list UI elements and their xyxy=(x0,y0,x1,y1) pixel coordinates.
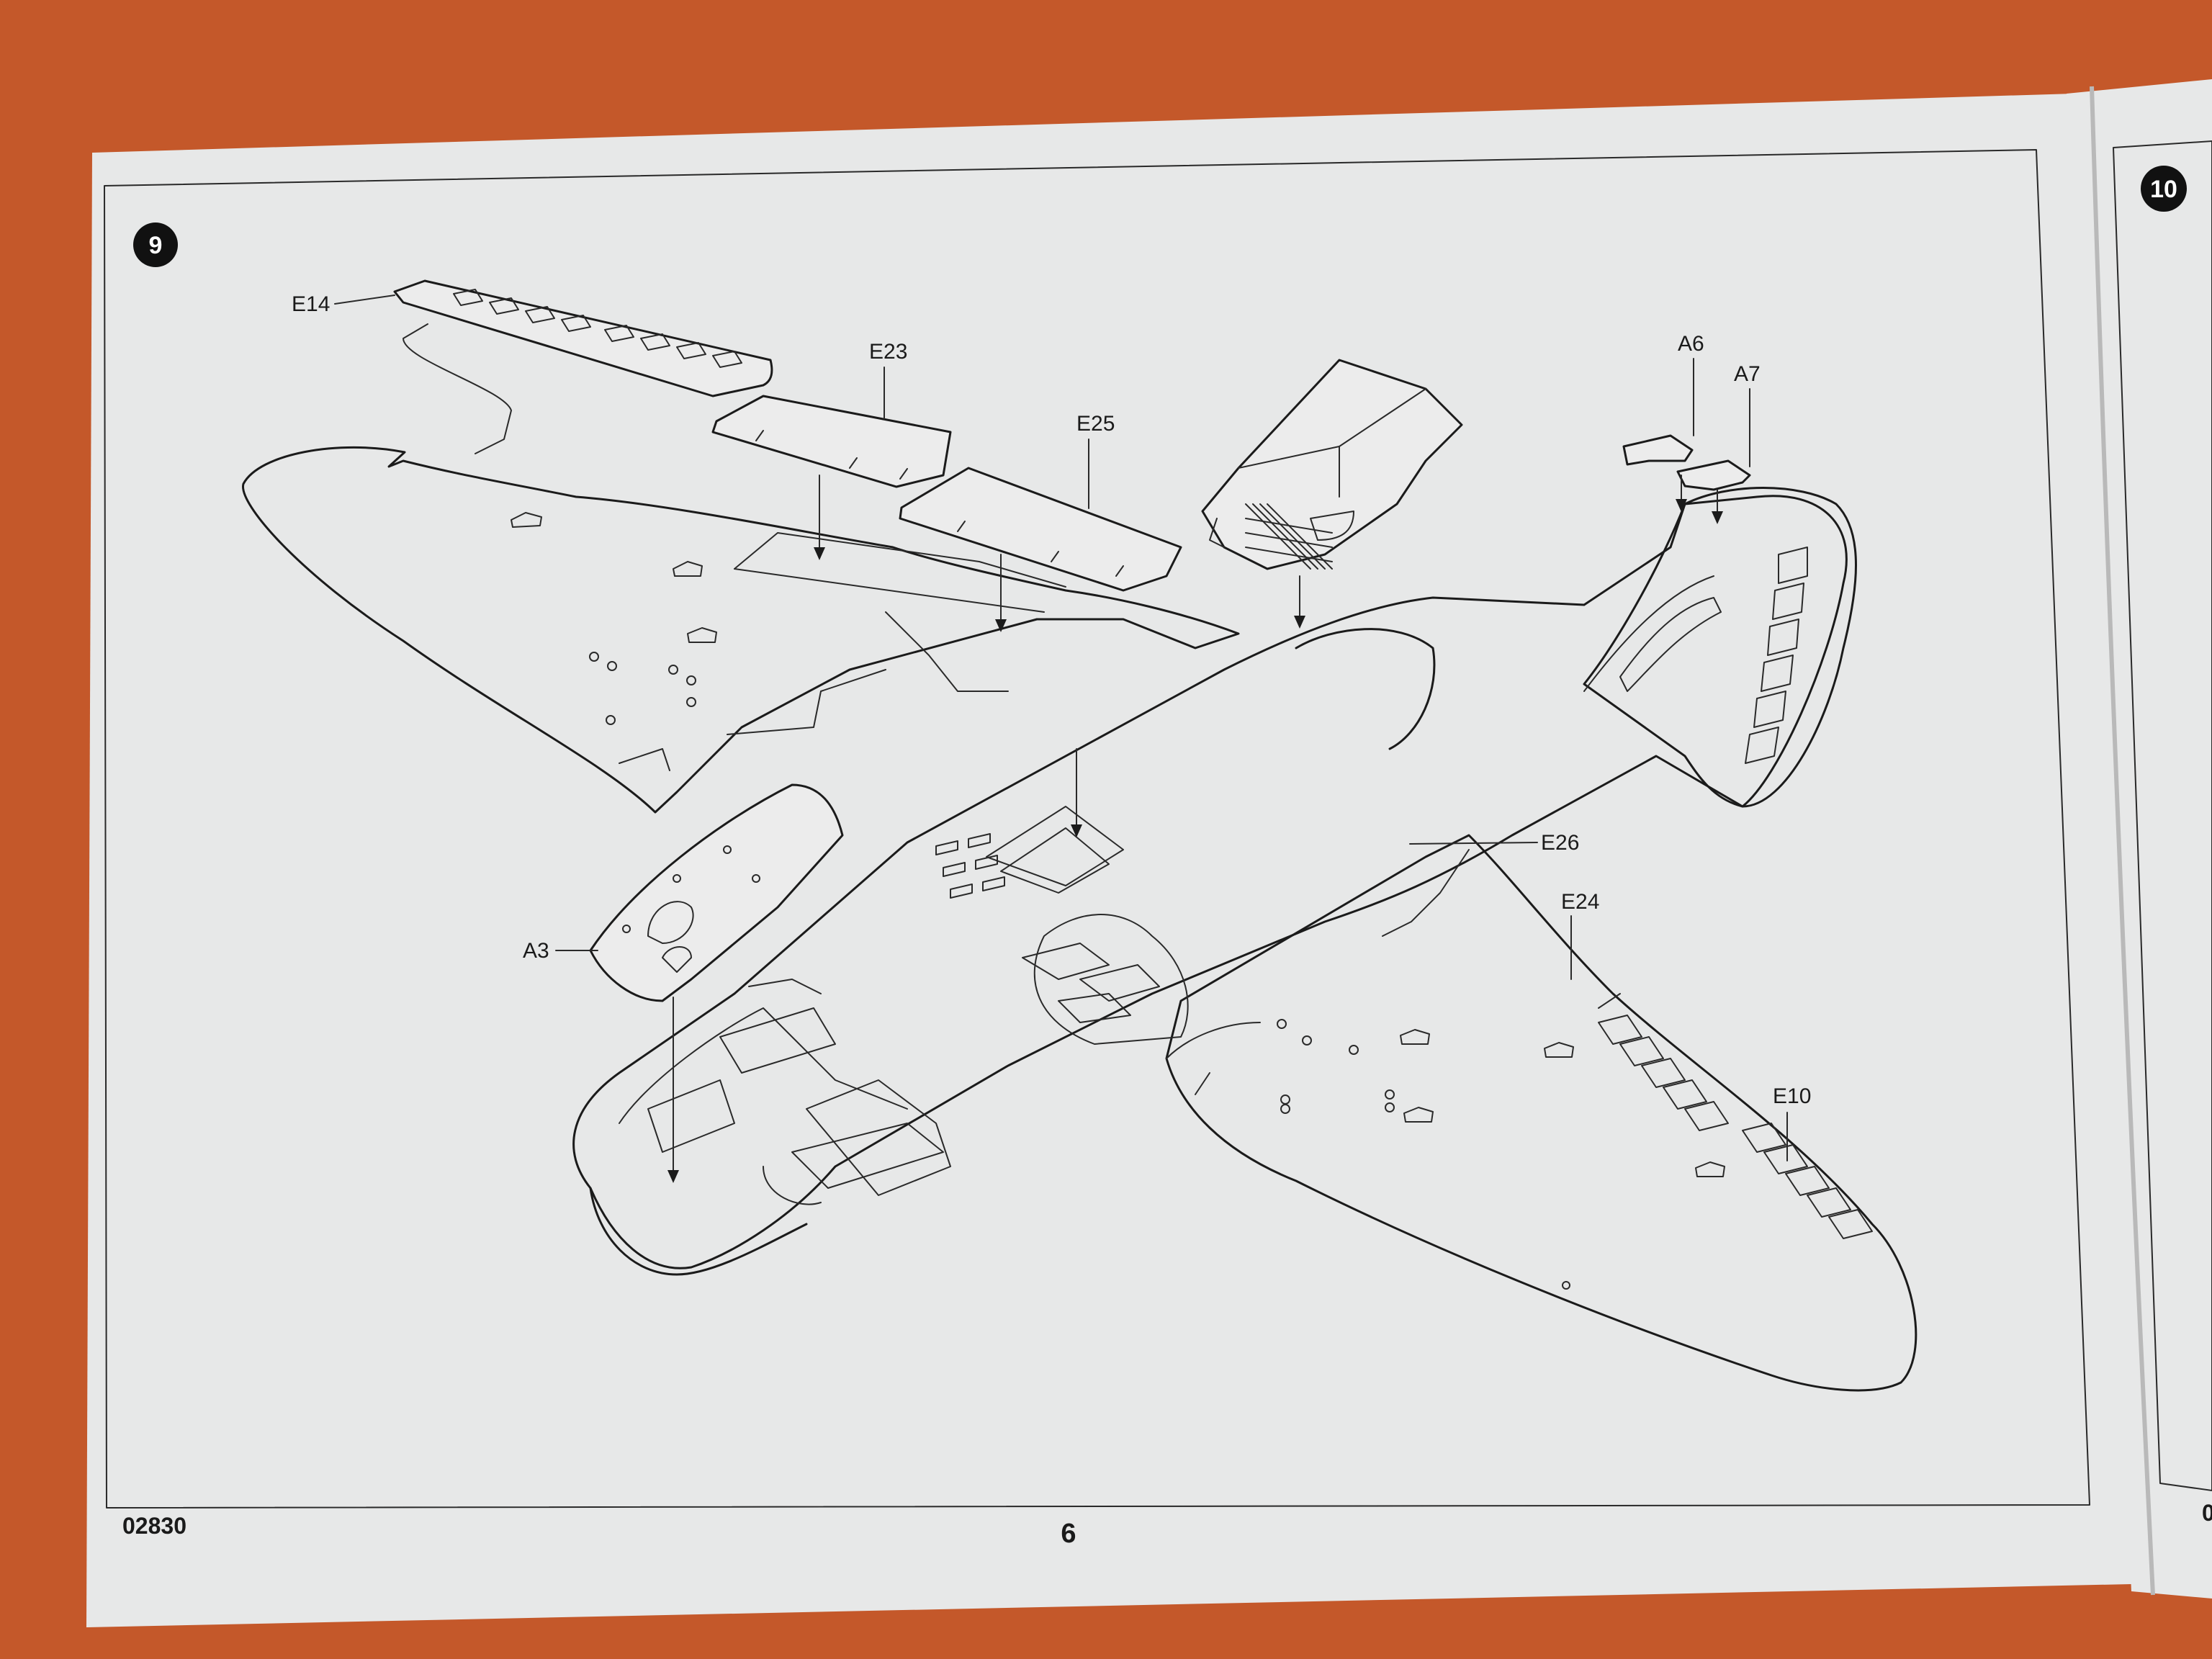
right-page xyxy=(2067,79,2212,1599)
step-number-9: 9 xyxy=(149,232,163,259)
callout-e23: E23 xyxy=(869,340,907,420)
part-radiator xyxy=(1201,359,1463,570)
page-number: 6 xyxy=(1061,1519,1076,1549)
callout-e24: E24 xyxy=(1561,890,1599,980)
callout-label-a6: A6 xyxy=(1678,332,1704,356)
part-a3 xyxy=(589,783,844,1002)
callout-a3: A3 xyxy=(523,939,598,963)
callout-e26: E26 xyxy=(1409,831,1579,855)
callout-label-e23: E23 xyxy=(869,340,907,364)
left-page xyxy=(86,94,2131,1627)
tail-ribs xyxy=(1745,547,1808,764)
step-number-10: 10 xyxy=(2150,176,2177,203)
assembly-arrows xyxy=(667,475,1723,1183)
aircraft-drawing xyxy=(242,279,1917,1392)
left-wing xyxy=(242,446,1240,814)
callout-label-e26: E26 xyxy=(1541,831,1579,855)
callout-label-a3: A3 xyxy=(523,939,549,963)
callout-a6: A6 xyxy=(1678,332,1704,436)
callout-e14: E14 xyxy=(292,292,395,316)
right-wing-details xyxy=(1277,1019,1725,1290)
fuselage xyxy=(572,495,1848,1269)
callout-a7: A7 xyxy=(1734,362,1761,467)
cockpit-slots xyxy=(935,833,1005,899)
part-e25 xyxy=(899,467,1182,592)
callout-label-a7: A7 xyxy=(1734,362,1761,386)
right-page-code-fragment: 0 xyxy=(2202,1500,2212,1526)
callout-label-e24: E24 xyxy=(1561,890,1599,914)
callout-label-e14: E14 xyxy=(292,292,330,316)
callout-label-e10: E10 xyxy=(1773,1084,1811,1108)
radiator-grille xyxy=(1245,503,1333,570)
callout-e10: E10 xyxy=(1773,1084,1811,1161)
part-a6 xyxy=(1622,434,1694,466)
right-wing xyxy=(1165,834,1917,1392)
aileron-e10-ribs xyxy=(1598,1015,1873,1239)
step-badge-10: 10 xyxy=(2141,166,2187,212)
step-badge-9: 9 xyxy=(133,222,178,267)
part-e23 xyxy=(711,395,952,488)
callout-e25: E25 xyxy=(1076,412,1115,509)
part-e14 xyxy=(393,279,773,397)
callout-label-e25: E25 xyxy=(1076,412,1115,436)
kit-code: 02830 xyxy=(122,1513,186,1539)
vertical-tail xyxy=(1583,487,1857,808)
e14-ribs xyxy=(453,289,742,368)
left-wing-details xyxy=(511,512,717,725)
part-a7 xyxy=(1676,459,1751,491)
